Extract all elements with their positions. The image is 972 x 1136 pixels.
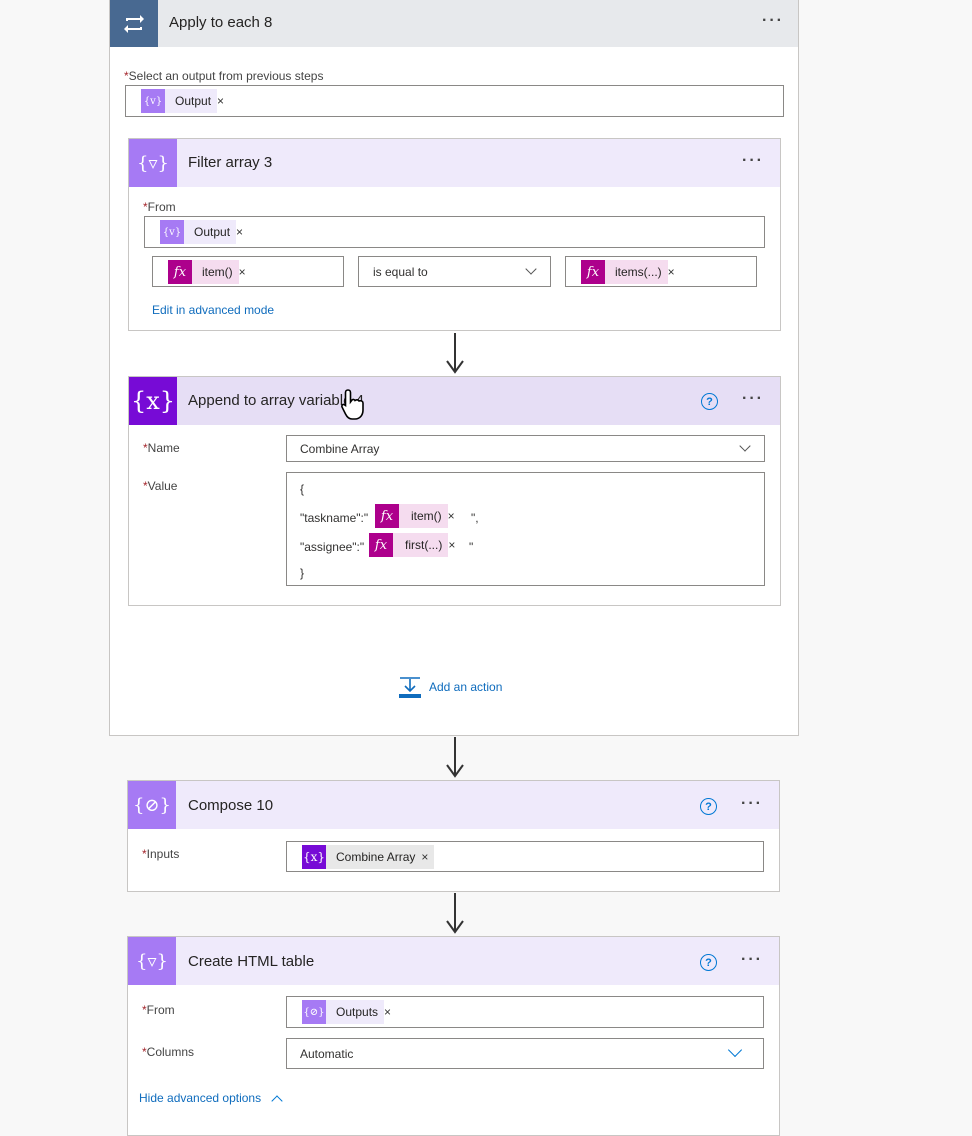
function-icon: fx [581,260,605,284]
combine-array-token[interactable]: {x} Combine Array × [302,845,435,869]
filter-from-field[interactable]: {v} Output × [144,216,765,248]
from-label: *From [143,200,176,214]
remove-token-icon[interactable]: × [217,94,225,108]
condition-left-field[interactable]: fx item() × [152,256,344,287]
compose-icon: {⊘} [128,781,176,829]
add-action-button[interactable]: Add an action [399,676,502,698]
function-icon: fx [375,504,399,528]
apply-to-each-container: Apply to each 8 ··· *Select an output fr… [109,0,799,736]
columns-dropdown[interactable]: Automatic [286,1038,764,1069]
more-options-icon[interactable]: ··· [762,12,784,29]
append-variable-card: {x} Append to array variable 4 ? ··· *Na… [128,376,781,606]
arrow-down-icon [446,920,464,934]
add-action-icon [399,677,421,698]
remove-token-icon[interactable]: × [236,225,244,239]
hide-advanced-options-link[interactable]: Hide advanced options [139,1091,283,1107]
connector-arrow [454,333,456,372]
name-label: *Name [143,441,180,455]
select-output-field[interactable]: {v} Output × [125,85,784,117]
inputs-label: *Inputs [142,847,180,861]
remove-token-icon[interactable]: × [238,265,246,279]
from-label: *From [142,1003,175,1017]
filter-array-header[interactable]: {▿} Filter array 3 ··· [129,139,780,187]
compose-header[interactable]: {⊘} Compose 10 ? ··· [128,781,779,829]
item-token[interactable]: fx item() × [168,260,252,284]
filter-array-card: {▿} Filter array 3 ··· *From {v} Output … [128,138,781,331]
item-token[interactable]: fx item() × [375,504,461,528]
output-token[interactable]: {v} Output × [141,89,230,113]
remove-token-icon[interactable]: × [448,538,456,552]
apply-to-each-header[interactable]: Apply to each 8 ··· [110,0,798,47]
compose-inputs-field[interactable]: {x} Combine Array × [286,841,764,872]
operator-dropdown[interactable]: is equal to [358,256,551,287]
create-html-table-title: Create HTML table [188,953,315,970]
chevron-down-icon [525,263,537,275]
filter-icon: {▿} [129,139,177,187]
compose-title: Compose 10 [188,797,274,814]
function-icon: fx [168,260,192,284]
first-token[interactable]: fx first(...) × [369,533,461,557]
variable-icon: {v} [160,220,184,244]
select-output-label: *Select an output from previous steps [124,69,324,83]
chevron-down-icon [727,1042,743,1058]
variable-name-dropdown[interactable]: Combine Array [286,435,765,462]
more-options-icon[interactable]: ··· [741,951,763,968]
variable-icon: {x} [129,377,177,425]
filter-array-title: Filter array 3 [188,154,273,171]
remove-token-icon[interactable]: × [421,845,435,869]
variable-icon: {v} [141,89,165,113]
value-editor[interactable]: { "taskname":" fx item() × ", "assignee"… [286,472,765,586]
value-label: *Value [143,479,178,493]
outputs-token[interactable]: {⊘} Outputs × [302,1000,397,1024]
help-icon[interactable]: ? [701,393,718,410]
chevron-up-icon [271,1094,283,1107]
append-variable-title: Append to array variable 4 [188,392,364,409]
edit-advanced-mode-link[interactable]: Edit in advanced mode [152,303,275,317]
connector-arrow [454,737,456,776]
arrow-down-icon [446,360,464,374]
more-options-icon[interactable]: ··· [741,795,763,812]
variable-icon: {x} [302,845,326,869]
columns-label: *Columns [142,1045,195,1059]
compose-card: {⊘} Compose 10 ? ··· *Inputs {x} Combine… [127,780,780,892]
more-options-icon[interactable]: ··· [742,390,764,407]
remove-token-icon[interactable]: × [667,265,675,279]
arrow-down-icon [446,764,464,778]
apply-to-each-title: Apply to each 8 [169,14,273,31]
create-html-table-card: {▿} Create HTML table ? ··· *From {⊘} Ou… [127,936,780,1136]
condition-right-field[interactable]: fx items(...) × [565,256,757,287]
create-html-table-header[interactable]: {▿} Create HTML table ? ··· [128,937,779,985]
output-token[interactable]: {v} Output × [160,220,249,244]
remove-token-icon[interactable]: × [447,509,455,523]
connector-arrow [454,893,456,932]
more-options-icon[interactable]: ··· [742,152,764,169]
chevron-down-icon [739,440,751,452]
filter-icon: {▿} [128,937,176,985]
remove-token-icon[interactable]: × [384,1005,392,1019]
help-icon[interactable]: ? [700,798,717,815]
items-token[interactable]: fx items(...) × [581,260,681,284]
compose-icon: {⊘} [302,1000,326,1024]
function-icon: fx [369,533,393,557]
loop-icon [110,0,158,47]
table-from-field[interactable]: {⊘} Outputs × [286,996,764,1028]
hand-cursor-icon [341,389,364,420]
append-variable-header[interactable]: {x} Append to array variable 4 ? ··· [129,377,780,425]
help-icon[interactable]: ? [700,954,717,971]
